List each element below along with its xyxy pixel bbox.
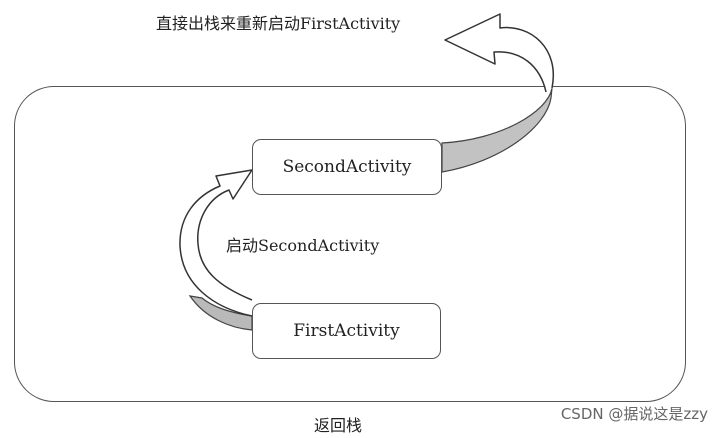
first-activity-box: FirstActivity xyxy=(252,303,441,359)
pop-restart-annotation: 直接出栈来重新启动FirstActivity xyxy=(156,14,401,33)
back-stack-label: 返回栈 xyxy=(314,416,363,435)
second-activity-label: SecondActivity xyxy=(282,157,412,177)
back-stack-container xyxy=(14,86,686,402)
pop-restart-arrow xyxy=(441,13,555,173)
launch-annotation: 启动SecondActivity xyxy=(226,236,380,255)
launch-second-arrow xyxy=(179,169,253,331)
first-activity-label: FirstActivity xyxy=(293,321,400,341)
second-activity-box: SecondActivity xyxy=(252,139,442,195)
csdn-watermark: CSDN @据说这是zzy xyxy=(560,405,708,423)
